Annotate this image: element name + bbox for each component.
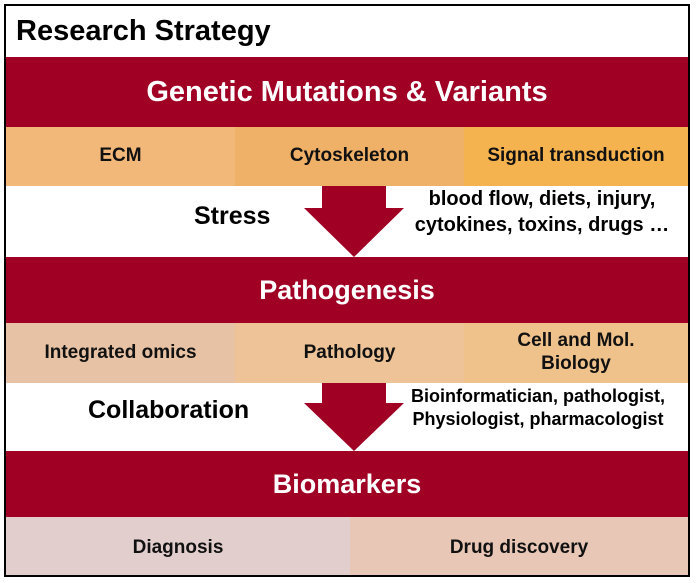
stress-factors-line-1: blood flow, diets, injury, — [428, 188, 656, 210]
diagram-title: Research Strategy — [16, 14, 271, 47]
collaborators-line-2: Physiologist, pharmacologist — [412, 409, 664, 430]
cell-pathology: Pathology — [235, 323, 464, 383]
down-arrow-icon — [304, 186, 404, 257]
band-genetic-mutations: Genetic Mutations & Variants — [6, 57, 688, 127]
cell-cell-mol-biology: Cell and Mol. Biology — [464, 323, 688, 383]
cell-cytoskeleton: Cytoskeleton — [235, 127, 464, 186]
down-arrow-icon — [304, 383, 404, 451]
stress-factors-line-2: cytokines, toxins, drugs … — [414, 214, 670, 236]
collaborators-note: Bioinformatician, pathologist, Physiolog… — [388, 385, 688, 432]
cell-integrated-omics: Integrated omics — [6, 323, 235, 383]
research-strategy-diagram: Research Strategy Genetic Mutations & Va… — [4, 4, 690, 577]
cell-signal-transduction: Signal transduction — [464, 127, 688, 186]
cell-diagnosis: Diagnosis — [6, 517, 350, 575]
band-biomarkers: Biomarkers — [6, 451, 688, 517]
transition-label-collaboration: Collaboration — [88, 396, 250, 424]
collaborators-line-1: Bioinformatician, pathologist, — [410, 386, 665, 406]
cell-drug-discovery: Drug discovery — [350, 517, 688, 575]
cell-ecm: ECM — [6, 127, 235, 186]
stress-factors-note: blood flow, diets, injury, cytokines, to… — [396, 186, 688, 238]
band-pathogenesis: Pathogenesis — [6, 257, 688, 323]
transition-label-stress: Stress — [194, 202, 271, 230]
